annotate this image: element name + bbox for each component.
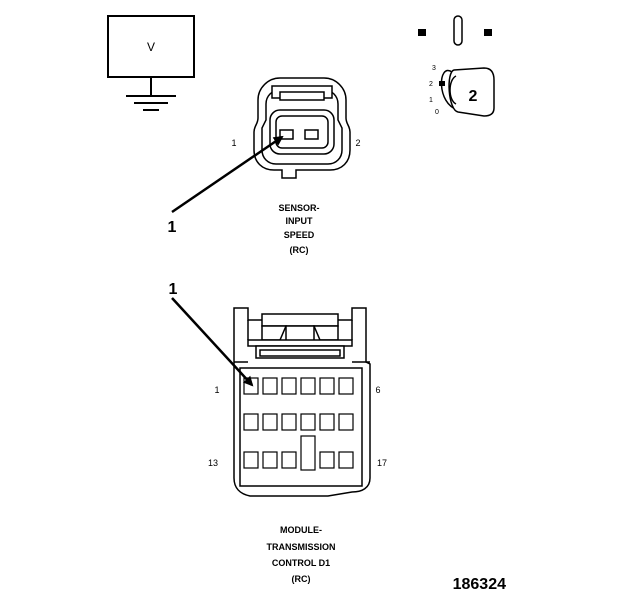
module-pin-cavities	[243, 377, 354, 471]
sensor-name-line-2: INPUT	[286, 216, 314, 226]
module-connector-name: MODULE- TRANSMISSION CONTROL D1 (RC)	[266, 525, 335, 584]
module-pin-17-label: 17	[377, 458, 387, 468]
sensor-connector-name: SENSOR- INPUT SPEED (RC)	[278, 203, 319, 255]
voltmeter-label: V	[147, 40, 155, 54]
sensor-pin-1-label: 1	[231, 138, 236, 148]
module-name-line-1: MODULE-	[280, 525, 322, 535]
module-pin-13-label: 13	[208, 458, 218, 468]
sensor-name-line-1: SENSOR-	[278, 203, 319, 213]
sensor-callout-arrow	[171, 135, 284, 214]
module-name-line-2: TRANSMISSION	[266, 542, 335, 552]
sensor-connector	[253, 77, 351, 179]
sensor-name-line-4: (RC)	[290, 245, 309, 255]
key-number: 2	[469, 88, 478, 105]
ground-icon	[126, 77, 176, 111]
module-callout-number: 1	[169, 281, 178, 298]
sensor-name-line-3: SPEED	[284, 230, 315, 240]
module-pin-1-label: 1	[214, 385, 219, 395]
module-callout-arrow	[171, 297, 254, 387]
module-name-line-3: CONTROL D1	[272, 558, 330, 568]
module-name-line-4: (RC)	[292, 574, 311, 584]
sensor-pin-2-label: 2	[355, 138, 360, 148]
voltmeter: V	[107, 15, 195, 111]
ignition-key-icon: 2 3 2 1 0	[418, 15, 495, 117]
sensor-callout-number: 1	[168, 219, 177, 236]
key-position-2: 2	[429, 81, 433, 88]
key-position-1: 1	[429, 97, 433, 104]
figure-number: 186324	[453, 576, 506, 593]
key-position-3: 3	[432, 65, 436, 72]
key-position-0: 0	[435, 109, 439, 116]
module-pin-6-label: 6	[375, 385, 380, 395]
